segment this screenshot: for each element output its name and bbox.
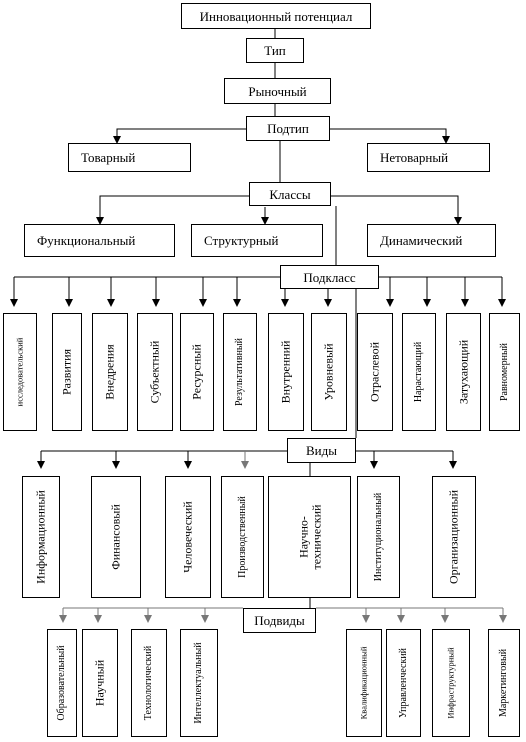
kind-node-human: Человеческий [165,476,211,598]
kind-node-production: Производственный [221,476,264,598]
subclass-node-development: Развития [52,313,82,431]
subclass-node-industry: Отраслевой [357,313,393,431]
classes-label-node: Классы [249,182,331,206]
subkinds-label-node: Подвиды [243,608,316,633]
subclass-node-implementation: Внедрения [92,313,128,431]
subclass-node-level: Уровневый [311,313,347,431]
class-node-dynamic: Динамический [367,224,496,257]
kind-node-organizational: Организационный [432,476,476,598]
subkind-node-scientific: Научный [82,629,118,737]
subtype-label-node: Подтип [246,116,330,141]
subtype-node-goods: Товарный [68,143,191,172]
subtype-node-nongoods: Нетоварный [367,143,490,172]
subclass-node-internal: Внутренний [268,313,304,431]
subkind-node-infrastructural: Инфраструктурный [432,629,470,737]
type-value-node: Рыночный [224,78,331,104]
class-node-functional: Функциональный [24,224,175,257]
subkind-node-technological: Технологический [131,629,167,737]
subclass-node-research: исследовательский [3,313,37,431]
subkind-node-intellectual: Интеллектуальный [180,629,218,737]
subclass-node-decaying: Затухающий [446,313,481,431]
kind-node-scientific-technical: Научно- технический [268,476,351,598]
root-node: Инновационный потенциал [181,3,371,29]
subclasses-label-node: Подкласс [280,265,379,289]
subkind-node-marketing: Маркетинговый [488,629,520,737]
kind-node-financial: Финансовый [91,476,141,598]
kind-node-informational: Информационный [22,476,60,598]
subclass-node-resource: Ресурсный [180,313,214,431]
type-label-node: Тип [246,38,304,63]
subclass-node-subject: Субъектный [137,313,173,431]
kind-node-institutional: Институциональный [357,476,400,598]
subkind-node-educational: Образовательный [47,629,77,737]
subclass-node-uniform: Равномерный [489,313,520,431]
class-node-structural: Структурный [191,224,323,257]
kinds-label-node: Виды [287,438,356,463]
subclass-node-increasing: Нарастающий [402,313,436,431]
subclass-node-result: Результативный [223,313,257,431]
subkind-node-managerial: Управленческий [386,629,421,737]
subkind-node-qualification: Квалификационный [346,629,382,737]
